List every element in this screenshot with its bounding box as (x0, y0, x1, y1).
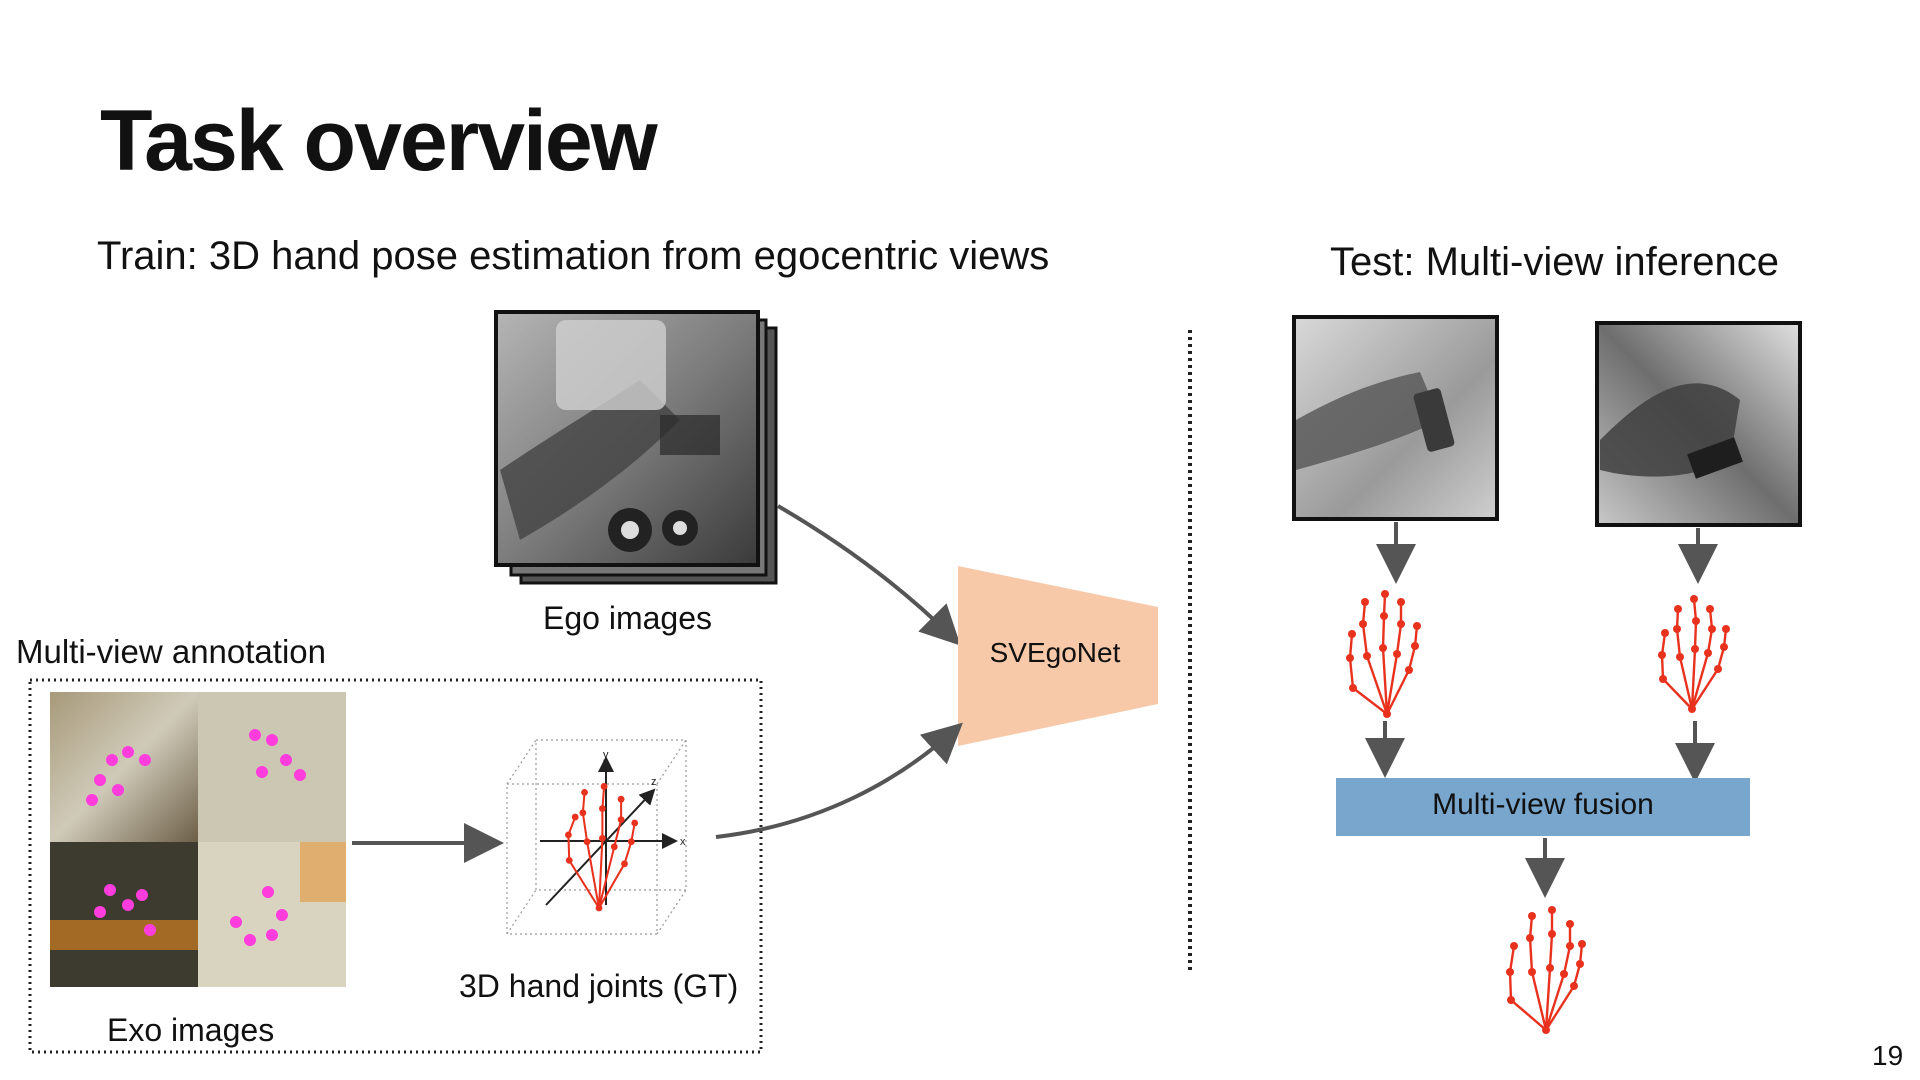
multiview-fusion-label: Multi-view fusion (1432, 788, 1654, 821)
fused-hand-skeleton (1506, 906, 1586, 1034)
arrow-ego-to-svegonet (776, 504, 961, 646)
view2-hand-skeleton (1658, 595, 1730, 713)
svegonet-block (958, 566, 1158, 746)
ego-image-front (494, 310, 760, 567)
arrow-joints-to-svegonet (715, 722, 963, 839)
view1-hand-skeleton (1346, 590, 1421, 718)
axis-label-y: y (603, 749, 609, 761)
test-view-1-image (1292, 315, 1499, 521)
3d-joints-label: 3D hand joints (GT) (459, 968, 739, 1004)
train-heading: Train: 3D hand pose estimation from egoc… (97, 234, 1050, 278)
multiview-fusion-block (1336, 778, 1750, 836)
exo-image-3 (50, 842, 198, 987)
axis-label-z: z (651, 776, 657, 788)
axis-label-x: x (680, 836, 686, 848)
3d-joints-cube: y x z (506, 739, 687, 935)
slide-title: Task overview (100, 93, 658, 189)
ego-images-label: Ego images (543, 600, 712, 636)
multiview-annotation-label: Multi-view annotation (16, 633, 326, 670)
page-number: 19 (1872, 1040, 1904, 1071)
exo-image-2 (198, 692, 346, 842)
test-view-2-image (1595, 321, 1802, 527)
exo-images-label: Exo images (107, 1012, 275, 1048)
gt-hand-skeleton (565, 783, 639, 912)
exo-image-1 (50, 692, 198, 842)
svegonet-label: SVEgoNet (989, 637, 1121, 668)
exo-images-grid (50, 692, 346, 987)
ego-images-stack (494, 310, 778, 585)
test-heading: Test: Multi-view inference (1330, 240, 1780, 284)
